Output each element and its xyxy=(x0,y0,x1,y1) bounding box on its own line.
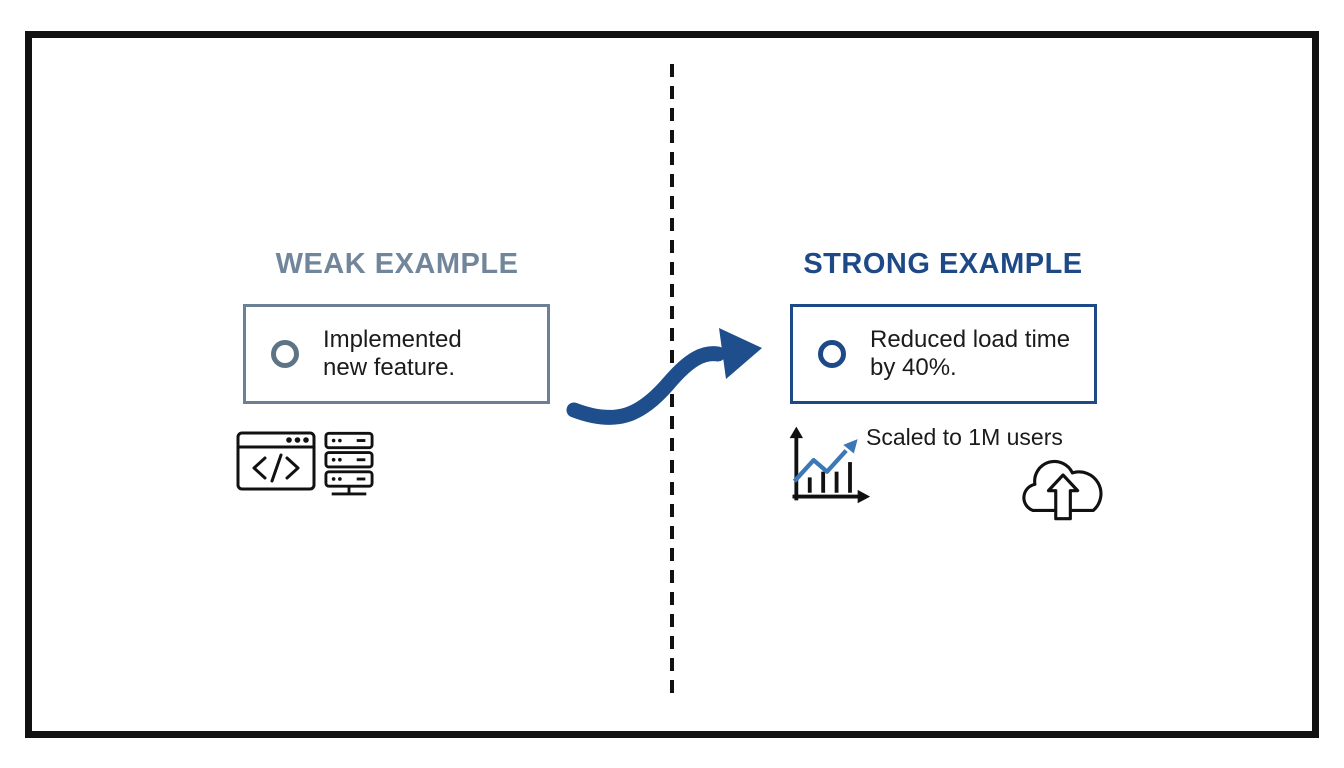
strong-example-heading: STRONG EXAMPLE xyxy=(803,248,1083,280)
strong-example-box: Reduced load time by 40%. xyxy=(790,304,1097,404)
server-stack-icon xyxy=(324,431,374,496)
outer-frame xyxy=(25,31,1319,738)
weak-example-box: Implemented new feature. xyxy=(243,304,550,404)
cloud-upload-icon xyxy=(1022,459,1103,521)
code-window-icon xyxy=(236,431,316,491)
weak-bullet-text: Implemented new feature. xyxy=(323,326,462,381)
bullet-circle-icon xyxy=(271,340,299,368)
bullet-circle-icon xyxy=(818,340,846,368)
growth-chart-icon xyxy=(789,426,871,504)
scaled-users-caption: Scaled to 1M users xyxy=(866,424,1063,450)
s-curve-arrow-icon xyxy=(566,328,762,425)
weak-example-heading: WEAK EXAMPLE xyxy=(275,248,519,280)
strong-bullet-text: Reduced load time by 40%. xyxy=(870,326,1071,381)
